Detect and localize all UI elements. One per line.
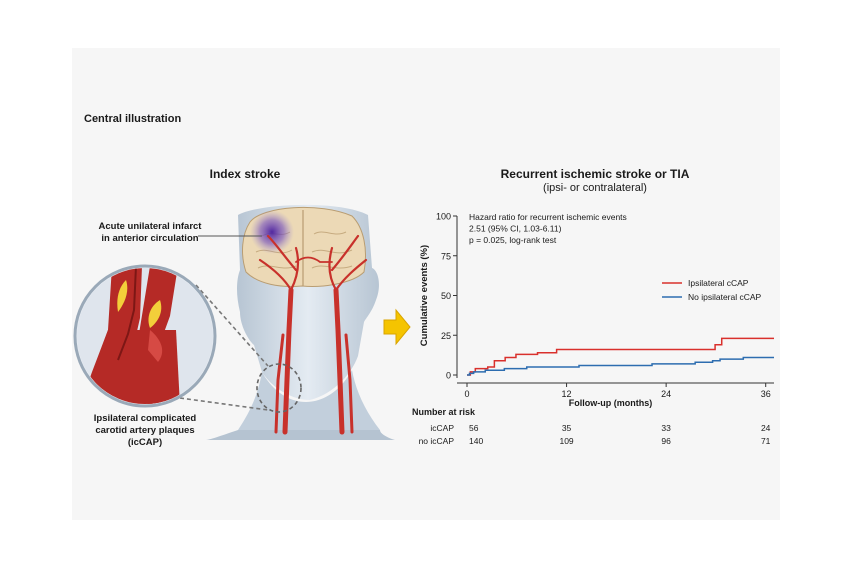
x-tick-label: 12 [562,389,572,399]
infarct-marker [250,210,294,254]
series-line-no-iccap [467,356,774,376]
chart-title: Recurrent ischemic stroke or TIA [500,167,690,181]
risk-table-value: 140 [469,436,483,446]
plaque-label-line1: Ipsilateral complicated [93,413,197,424]
risk-table-row-label: no icCAP [419,436,455,446]
risk-table-value: 71 [761,436,771,446]
plaque-label-line2: carotid artery plaques [95,425,195,436]
plaque-label: Ipsilateral complicated carotid artery p… [70,413,220,449]
y-tick-label: 50 [441,291,451,301]
plaque-label-line3: (icCAP) [127,437,163,448]
x-tick-label: 24 [661,389,671,399]
bifurcation-highlight [256,363,302,413]
transition-arrow-icon [383,308,411,346]
zoom-connector-bottom [179,397,269,411]
chart-subtitle: (ipsi- or contralateral) [543,182,647,194]
y-tick-label: 25 [441,331,451,341]
risk-table-value: 35 [562,423,572,433]
risk-table-title: Number at risk [412,407,476,417]
carotid-arteries [258,234,368,435]
hazard-ratio-annotation-line: 2.51 (95% CI, 1.03-6.11) [469,224,562,234]
risk-table-value: 33 [661,423,671,433]
risk-table-row-label: icCAP [430,423,454,433]
x-axis-label: Follow-up (months) [569,398,652,408]
index-stroke-title: Index stroke [209,167,281,181]
x-tick-label: 0 [464,389,469,399]
y-tick-label: 75 [441,251,451,261]
y-tick-label: 100 [436,212,451,222]
y-axis-label: Cumulative events (%) [419,245,430,346]
x-tick-label: 36 [761,389,771,399]
legend-label: No ipsilateral cCAP [688,292,762,302]
infarct-label-line1: Acute unilateral infarct [98,221,202,232]
risk-table-value: 24 [761,423,771,433]
risk-table-value: 56 [469,423,479,433]
plaque-magnifier [73,264,217,408]
hazard-ratio-annotation-line: p = 0.025, log-rank test [469,235,557,245]
risk-table-value: 96 [661,436,671,446]
infarct-label: Acute unilateral infarct in anterior cir… [80,221,220,245]
series-line-iccap [467,337,774,376]
infarct-label-line2: in anterior circulation [101,233,199,244]
legend-label: Ipsilateral cCAP [688,278,749,288]
hazard-ratio-annotation-line: Hazard ratio for recurrent ischemic even… [469,212,627,222]
risk-table-value: 109 [559,436,573,446]
y-tick-label: 0 [446,371,451,381]
figure-heading: Central illustration [84,113,182,125]
